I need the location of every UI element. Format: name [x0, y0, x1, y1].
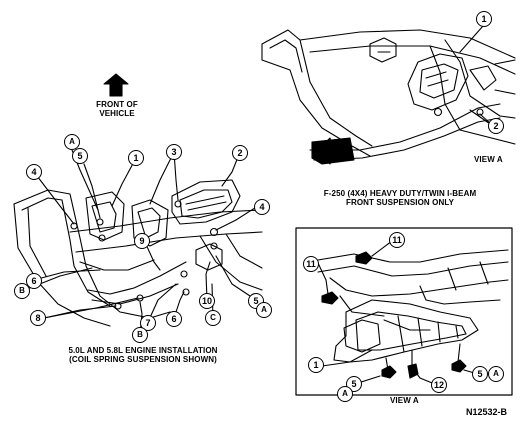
f250-caption-line2: FRONT SUSPENSION ONLY — [345, 198, 455, 207]
front-arrow — [103, 73, 129, 97]
callout-inset-A-left: A — [337, 386, 353, 402]
view-a-inset-illustration — [317, 249, 509, 379]
callout-main-3: 3 — [166, 144, 182, 160]
engine-caption-line1: 5.0L AND 5.8L ENGINE INSTALLATION — [68, 346, 218, 355]
f250-caption-line1: F-250 (4X4) HEAVY DUTY/TWIN I-BEAM — [323, 189, 477, 198]
callout-main-10: 10 — [199, 293, 215, 309]
callout-main-2: 2 — [232, 145, 248, 161]
callout-main-6-2: 6 — [166, 311, 182, 327]
view-a-inset-frame — [295, 227, 513, 396]
callout-main-4-left: 4 — [26, 164, 42, 180]
callout-inset-A-right: A — [488, 366, 504, 382]
engine-caption-line2: (COIL SPRING SUSPENSION SHOWN) — [69, 355, 217, 364]
main-engine-mount-illustration — [13, 179, 263, 327]
view-a-arrow — [317, 137, 349, 165]
engine-caption: 5.0L AND 5.8L ENGINE INSTALLATION (COIL … — [48, 346, 238, 364]
callout-inset-1: 1 — [308, 357, 324, 373]
callout-main-1: 1 — [128, 150, 144, 166]
callout-main-A-2: A — [256, 302, 272, 318]
callout-main-C: C — [205, 310, 221, 326]
callout-inset-5-right: 5 — [472, 366, 488, 382]
callout-main-A-1: A — [64, 134, 80, 150]
callout-main-4-right: 4 — [254, 199, 270, 215]
f250-caption: F-250 (4X4) HEAVY DUTY/TWIN I-BEAM FRONT… — [300, 189, 500, 207]
callout-main-8: 8 — [30, 310, 46, 326]
callout-main-6-1: 6 — [26, 273, 42, 289]
callout-top-1: 1 — [476, 11, 492, 27]
callout-inset-12: 12 — [431, 377, 447, 393]
view-a-top-label: VIEW A — [474, 155, 503, 164]
callout-main-5-1: 5 — [72, 148, 88, 164]
front-of-vehicle-line1: FRONT OF — [96, 100, 138, 109]
callout-main-B-1: B — [14, 283, 30, 299]
front-of-vehicle-label: FRONT OF VEHICLE — [82, 100, 152, 118]
callout-inset-11-left: 11 — [303, 256, 319, 272]
view-a-inset-label: VIEW A — [390, 396, 419, 405]
callout-inset-11-top: 11 — [389, 232, 405, 248]
callout-main-9: 9 — [134, 233, 150, 249]
front-of-vehicle-line2: VEHICLE — [99, 109, 135, 118]
top-frame-illustration — [261, 29, 516, 165]
callout-main-B-2: B — [132, 327, 148, 343]
callout-top-2: 2 — [488, 118, 504, 134]
callout-main-7: 7 — [140, 315, 156, 331]
figure-reference-number: N12532-B — [466, 407, 508, 417]
